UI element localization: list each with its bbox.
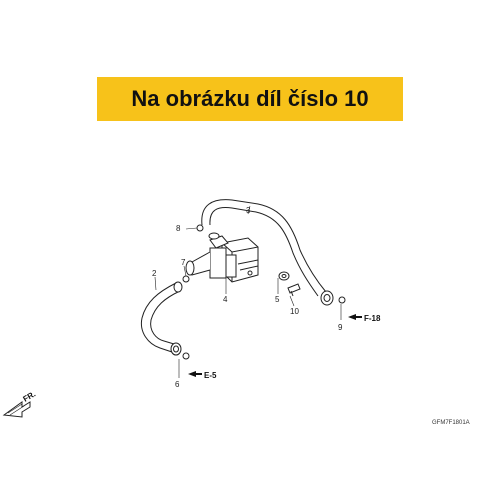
- hose-3-end: [320, 290, 334, 306]
- callout-2: 2: [152, 269, 157, 278]
- callout-5: 5: [275, 295, 280, 304]
- clamp-9: [338, 296, 346, 304]
- ref-e5: E-5: [204, 371, 217, 380]
- diagram-code: GFM7F1801A: [432, 420, 470, 426]
- callout-6: 6: [175, 380, 180, 389]
- bolt-10: [287, 283, 301, 297]
- hose-3: [201, 199, 327, 297]
- callout-8: 8: [176, 224, 181, 233]
- front-label: FR.: [22, 389, 38, 403]
- callout-3: 3: [246, 206, 251, 215]
- title-banner: Na obrázku díl číslo 10: [97, 77, 403, 121]
- hose-2: [140, 282, 181, 353]
- ref-f18: F-18: [364, 314, 381, 323]
- arrow-e5: [188, 371, 202, 377]
- arrow-f18: [348, 314, 362, 320]
- washer-5: [278, 271, 290, 281]
- front-direction-arrow: [2, 401, 31, 418]
- callout-4: 4: [223, 295, 228, 304]
- hose-2-end: [170, 281, 183, 356]
- valve-assembly-4: [185, 232, 259, 283]
- clip-8: [196, 224, 204, 232]
- clip-7: [182, 275, 190, 283]
- leader-lines: [154, 205, 342, 378]
- title-text: Na obrázku díl číslo 10: [131, 86, 369, 111]
- clamp-6: [182, 352, 190, 360]
- callout-7: 7: [181, 258, 186, 267]
- callout-10: 10: [290, 307, 299, 316]
- callout-9: 9: [338, 323, 343, 332]
